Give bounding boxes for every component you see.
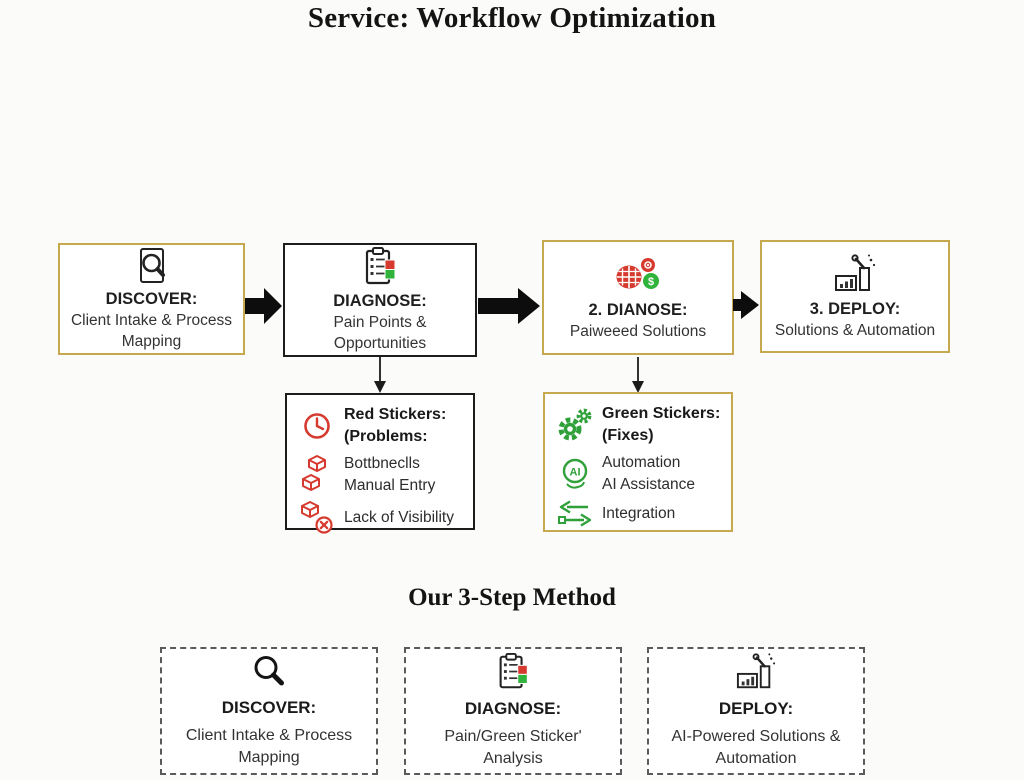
method-step-discover: DISCOVER: Client Intake & Process Mappin…: [160, 647, 378, 775]
magnifier-icon: [250, 653, 288, 691]
flow-step-discover: DISCOVER: Client Intake & Process Mappin…: [58, 243, 245, 355]
step-label: 2. DIANOSE:: [588, 300, 688, 319]
method-label: DEPLOY:: [718, 698, 794, 718]
stacked-boxes-icon: [299, 454, 335, 495]
red-sticker-item: Lack of Visibility: [344, 508, 454, 526]
green-stickers-subtitle: (Fixes): [602, 427, 654, 445]
clipboard-checklist-icon: [359, 246, 401, 288]
page-title: Service: Workflow Optimization: [307, 2, 717, 34]
step-description: Paiweeed Solutions: [569, 322, 707, 340]
method-description: Client Intake & Process Mapping: [185, 726, 353, 766]
flow-step-dianose: $ 2. DIANOSE: Paiweeed Solutions: [542, 240, 734, 355]
step-label: DIAGNOSE:: [333, 291, 427, 310]
flow-step-deploy: 3. DEPLOY: Solutions & Automation: [760, 240, 950, 353]
green-sticker-item: Integration: [602, 504, 676, 522]
red-sticker-item: Manual Entry: [344, 476, 436, 494]
gears-icon: [557, 407, 593, 443]
document-magnifier-icon: [132, 246, 172, 286]
green-stickers-title: Green Stickers:: [602, 405, 721, 422]
svg-text:$: $: [648, 276, 654, 288]
step-description: Solutions & Automation: [774, 321, 936, 339]
method-description: Pain/Green Sticker' Analysis: [444, 727, 582, 767]
arrow-right-icon: [478, 288, 540, 324]
red-stickers-box: Red Stickers: (Problems:: [285, 393, 475, 534]
step-description: Client Intake & Process Mapping: [70, 312, 233, 350]
method-label: DISCOVER:: [221, 697, 317, 717]
red-stickers-title: Red Stickers:: [344, 406, 447, 423]
sync-arrows-icon: [557, 500, 593, 528]
green-stickers-box: Green Stickers: (Fixes) AI Automation AI…: [543, 392, 733, 532]
method-title: Our 3-Step Method: [408, 584, 616, 611]
clock-icon: [299, 410, 335, 442]
arrow-down-icon: [374, 357, 386, 393]
method-step-deploy: DEPLOY: AI-Powered Solutions & Automatio…: [647, 647, 865, 775]
box-error-icon: [299, 500, 335, 535]
step-label: DISCOVER:: [105, 289, 198, 308]
arrow-right-icon: [245, 288, 282, 324]
step-description: Pain Points & Opportunities: [333, 314, 427, 352]
step-label: 3. DEPLOY:: [809, 299, 901, 318]
method-description: AI-Powered Solutions & Automation: [671, 727, 841, 767]
ai-circle-icon: AI: [557, 456, 593, 492]
red-sticker-item: Bottbneclls: [344, 454, 420, 472]
arrow-right-icon: [733, 291, 759, 319]
svg-text:AI: AI: [570, 466, 581, 478]
clipboard-checklist-icon: [493, 652, 533, 692]
method-step-diagnose: DIAGNOSE: Pain/Green Sticker' Analysis: [404, 647, 622, 775]
ai-brain-icon: $: [613, 253, 663, 297]
method-label: DIAGNOSE:: [464, 698, 562, 718]
red-stickers-subtitle: (Problems:: [344, 428, 428, 446]
flow-step-diagnose: DIAGNOSE: Pain Points & Opportunities: [283, 243, 477, 357]
green-sticker-item: Automation: [602, 453, 681, 471]
green-sticker-item: AI Assistance: [602, 475, 696, 493]
factory-robot-icon: [734, 652, 778, 692]
factory-robot-icon: [832, 252, 878, 296]
arrow-down-icon: [632, 357, 644, 393]
